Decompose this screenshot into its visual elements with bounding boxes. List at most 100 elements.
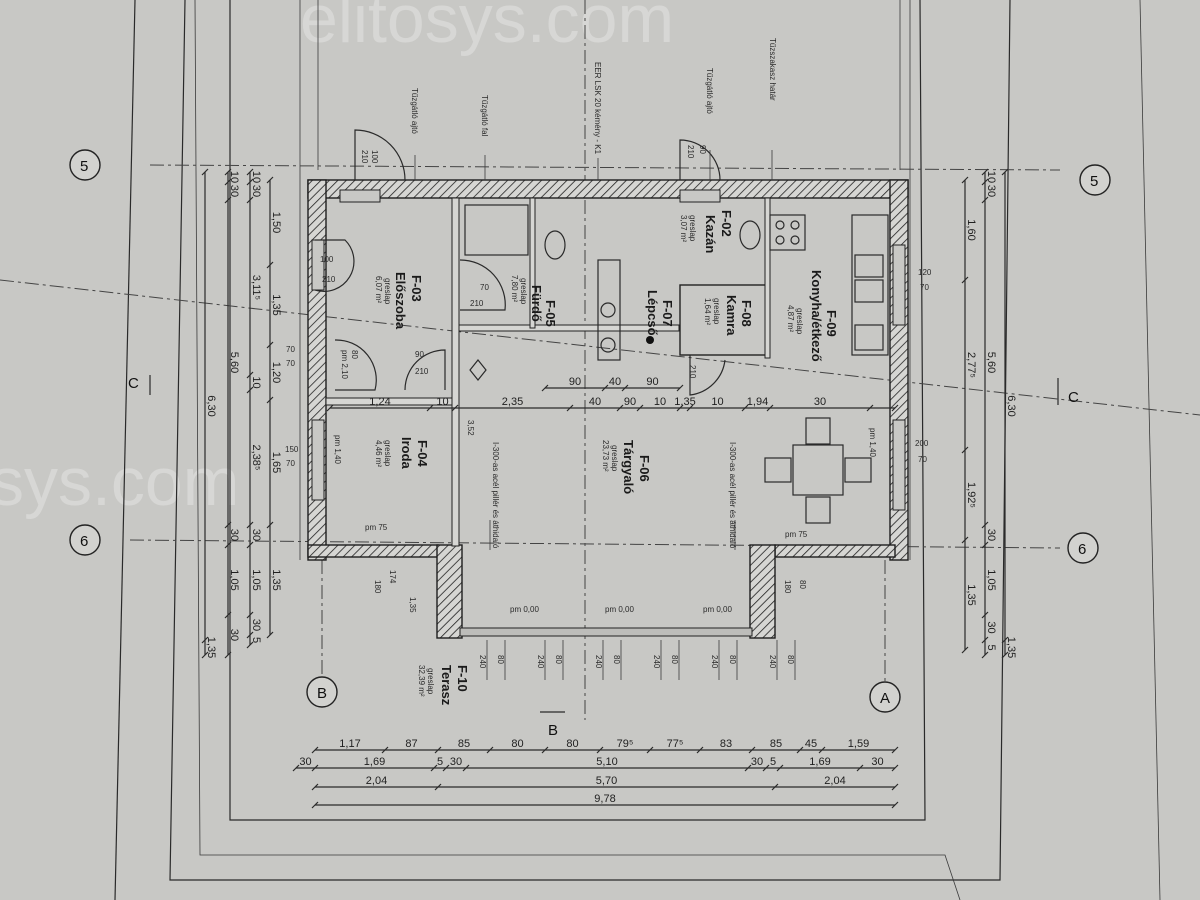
svg-text:pm 0,00: pm 0,00 [605,605,634,614]
kitchen-counter [851,214,889,356]
dimension-tick [776,764,784,772]
dimension-label: 2,04 [366,775,387,787]
room-f07: F-07 Lépcső [645,290,675,336]
dimension-label: 80 [566,738,578,750]
dimension-tick [676,404,684,412]
dimension-label: 1,24 [369,396,390,408]
room-floor: greslap [383,440,392,467]
dimension-tick [311,764,319,772]
dimension-tick [451,404,459,412]
dimension-label: 85 [458,738,470,750]
dimension-tick [246,541,254,549]
dimension-tick [246,641,254,649]
chimney-flue [600,337,616,353]
dimension-label: 30 [985,621,997,633]
svg-text:150: 150 [285,445,299,454]
annotation-fire-zone: Tűzszakasz határ [768,38,777,101]
dimension-tick [646,746,654,754]
annotation-fire-door: Tűzgátló ajtó [410,88,419,134]
svg-text:210: 210 [415,367,429,376]
svg-text:pm 2,10: pm 2,10 [340,350,349,379]
window-size-label: 240 [710,655,719,669]
svg-text:210: 210 [360,150,369,164]
dimension-tick [246,521,254,529]
grid-marker-5-right: 5 [1079,164,1111,196]
dimension-tick [696,746,704,754]
dimension-tick [891,764,899,772]
dimension-label: 79⁵ [617,738,634,750]
dimension-tick [621,384,629,392]
room-area: 23,73 m² [601,440,610,472]
dimension-tick [246,386,254,394]
dimension-tick [266,176,274,184]
dimension-tick [326,404,334,412]
dimension-tick [246,611,254,619]
dimension-label: 5,60 [228,352,240,373]
annotation-fire-door: Tűzgátló ajtó [705,68,714,114]
dimension-label: 1,05 [250,569,262,590]
dimension-tick [246,168,254,176]
dimension-label: 1,35 [270,294,282,315]
dimension-tick [762,764,770,772]
dimension-label: 2,35 [502,396,523,408]
room-code: F-05 [543,300,558,327]
dimension-tick [381,746,389,754]
dimension-tick [201,636,209,644]
dimension-tick [981,178,989,186]
dimension-label: 1,05 [228,569,240,590]
dimension-tick [462,764,470,772]
dimension-tick [246,631,254,639]
annotation-steel-beam: I-300-as acél pillér és áthidaló [491,442,500,549]
dimension-tick [201,651,209,659]
dimension-tick [981,651,989,659]
dining-table [792,444,844,496]
annotation-chimney: EER LSK 20 kémény - K1 [593,62,602,155]
grid-marker-6-left: 6 [69,524,101,556]
dimension-label: 1,17 [339,738,360,750]
grid-marker-a: A [869,681,901,713]
dimension-label: 1,65 [270,452,282,473]
room-code: F-07 [660,300,675,327]
svg-text:1,35: 1,35 [408,597,417,613]
sink [739,220,761,250]
room-floor: greslap [383,278,392,305]
svg-text:180: 180 [373,580,382,594]
svg-text:5: 5 [80,158,88,175]
window-size-label: 240 [478,655,487,669]
grid-marker-6-right: 6 [1067,532,1099,564]
section-marker-b: B [540,711,565,739]
dimension-tick [961,536,969,544]
dimension-tick [434,746,442,754]
watermark-left: sys.com [0,444,239,520]
dimension-label: 90 [646,376,658,388]
room-floor: greslap [688,215,697,242]
dimension-tick [292,764,300,772]
dimension-tick [981,521,989,529]
svg-text:210: 210 [322,275,336,284]
dimension-label: 30 [985,185,997,197]
dimension-label: 5 [437,756,443,768]
svg-text:174: 174 [388,570,397,584]
dimension-label: 77⁵ [667,738,684,750]
dimension-label: 2,38⁵ [250,445,262,471]
svg-text:210: 210 [688,365,697,379]
dimension-tick [434,783,442,791]
dimension-label: 1,69 [364,756,385,768]
dimension-tick [224,178,232,186]
dimension-tick [981,168,989,176]
dimension-label: 6,30 [1005,395,1017,416]
dimension-tick [601,384,609,392]
dimension-label: 1,59 [848,738,869,750]
dimension-tick [744,764,752,772]
svg-text:200: 200 [915,439,929,448]
dimension-label: 1,94 [747,396,768,408]
dimension-tick [1001,168,1009,176]
room-name: Fürdő [529,285,544,322]
room-code: F-03 [409,275,424,302]
room-f06: F-06 Tárgyaló greslap 23,73 m² [601,440,652,494]
dimension-tick [266,341,274,349]
svg-text:210: 210 [470,299,484,308]
